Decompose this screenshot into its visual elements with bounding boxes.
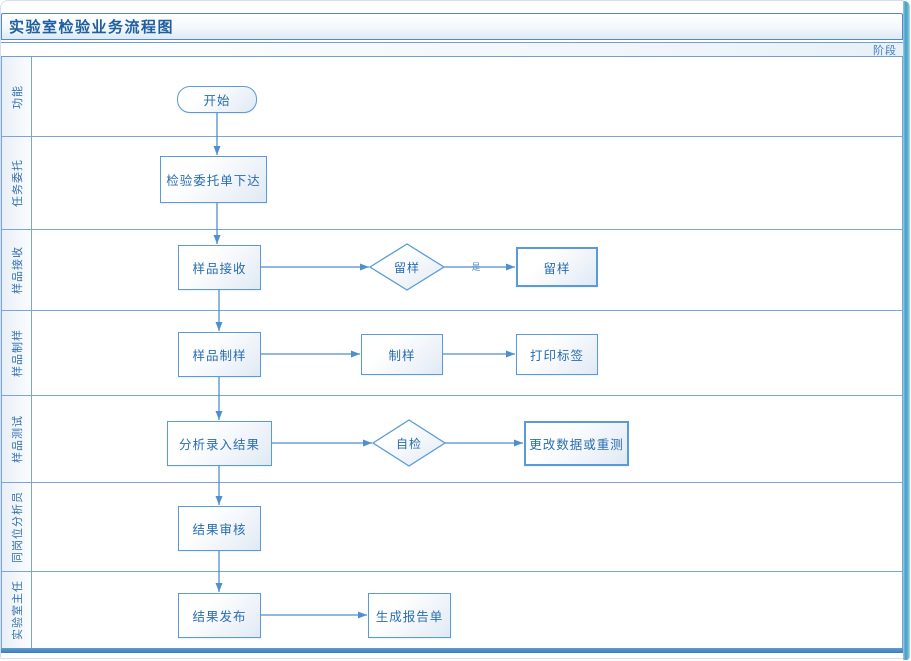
lane-sample-prepare: 样品制样 — [2, 311, 902, 396]
node-sample-receive[interactable]: 样品接收 — [178, 245, 261, 290]
page-bottom-bar — [1, 648, 904, 653]
node-analyze-input[interactable]: 分析录入结果 — [167, 421, 272, 466]
node-result-review[interactable]: 结果审核 — [178, 506, 261, 551]
lane-peer-analyst: 同岗位分析员 — [2, 483, 902, 572]
node-prepare[interactable]: 制样 — [361, 334, 443, 375]
node-sample-prepare[interactable]: 样品制样 — [178, 332, 261, 377]
lane-label-sample-test: 样品测试 — [2, 396, 32, 482]
node-self-check-label: 自检 — [395, 436, 422, 451]
node-start[interactable]: 开始 — [177, 86, 257, 113]
lane-sample-receive: 样品接收 — [2, 230, 902, 311]
node-self-check-diamond[interactable] — [371, 419, 447, 467]
diagram-title-bar: 实验室检验业务流程图 — [1, 13, 903, 40]
lane-label-peer-analyst: 同岗位分析员 — [2, 483, 32, 571]
lane-label-task-delegation: 任务委托 — [2, 137, 32, 229]
node-modify-retest[interactable]: 更改数据或重测 — [524, 421, 629, 466]
diagram-title: 实验室检验业务流程图 — [9, 19, 175, 36]
node-retain-sample[interactable]: 留样 — [516, 247, 598, 287]
swimlanes: 功能 任务委托 样品接收 样品制样 样品测试 同岗位分析员 实验室主任 — [1, 57, 903, 649]
node-retain-decision-diamond[interactable] — [368, 243, 446, 291]
lane-label-sample-prepare: 样品制样 — [2, 311, 32, 395]
node-issue-order[interactable]: 检验委托单下达 — [160, 156, 267, 203]
stage-header-bar: 阶段 — [1, 42, 903, 57]
node-retain-decision-label: 留样 — [393, 260, 420, 275]
node-print-label[interactable]: 打印标签 — [516, 334, 598, 375]
node-result-publish[interactable]: 结果发布 — [178, 593, 261, 638]
node-generate-report[interactable]: 生成报告单 — [368, 593, 451, 638]
edge-label-yes: 是 — [471, 262, 481, 272]
lane-label-sample-receive: 样品接收 — [2, 230, 32, 310]
lane-sample-test: 样品测试 — [2, 396, 902, 483]
lane-task-delegation: 任务委托 — [2, 137, 902, 230]
page-right-edge-bar — [903, 1, 910, 660]
lane-function: 功能 — [2, 57, 902, 137]
lane-label-lab-director: 实验室主任 — [2, 572, 32, 648]
lane-label-function: 功能 — [2, 57, 32, 136]
stage-header-label: 阶段 — [873, 44, 897, 57]
